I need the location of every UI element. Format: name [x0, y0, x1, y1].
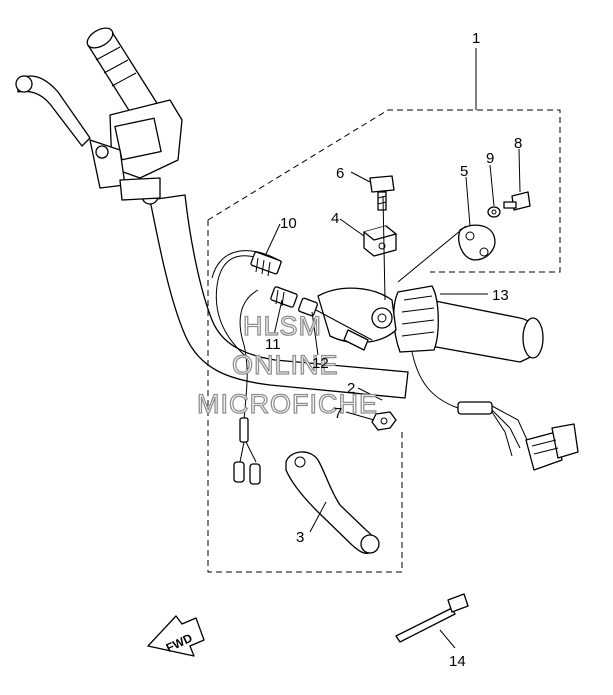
callout-6: 6 [336, 165, 344, 182]
screw-8 [503, 191, 531, 211]
clutch-switch-lead [233, 289, 261, 485]
holder-5 [458, 224, 496, 261]
callout-5: 5 [460, 163, 468, 180]
watermark: HLSM ONLINE MICROFICHE [196, 310, 378, 419]
assembly-boundary [207, 109, 561, 573]
callout-7: 7 [334, 405, 342, 422]
clutch-switch-4 [363, 225, 397, 257]
callout-10: 10 [280, 215, 297, 232]
clutch-lever [285, 451, 380, 554]
callout-12: 12 [312, 355, 329, 372]
cable-adjuster [270, 286, 373, 351]
handlebar [149, 194, 409, 399]
callout-2: 2 [347, 380, 355, 397]
callout-14: 14 [449, 653, 466, 670]
watermark-line-3: MICROFICHE [197, 389, 378, 419]
washer-9 [487, 206, 501, 218]
watermark-line-1: HLSM [243, 311, 322, 341]
callout-9: 9 [486, 150, 494, 167]
cable-tie-14 [395, 593, 469, 643]
lever-holder [317, 287, 397, 344]
callout-3: 3 [296, 529, 304, 546]
callout-1: 1 [472, 30, 480, 47]
wire-harness [411, 351, 579, 471]
clutch-cable [211, 250, 283, 361]
left-grip-master-cylinder [15, 27, 183, 205]
callout-11: 11 [265, 336, 281, 353]
fwd-arrow-icon: FWD [147, 615, 205, 657]
throttle-grip [393, 285, 544, 363]
watermark-line-2: ONLINE [232, 350, 339, 380]
callouts: 1 2 3 4 5 6 7 8 9 10 11 12 13 14 [265, 30, 522, 670]
bolt-6 [369, 175, 395, 211]
callout-8: 8 [514, 135, 522, 152]
callout-4: 4 [331, 210, 339, 227]
nut-7 [371, 411, 397, 431]
leader-lines [265, 48, 521, 649]
callout-13: 13 [492, 287, 509, 304]
